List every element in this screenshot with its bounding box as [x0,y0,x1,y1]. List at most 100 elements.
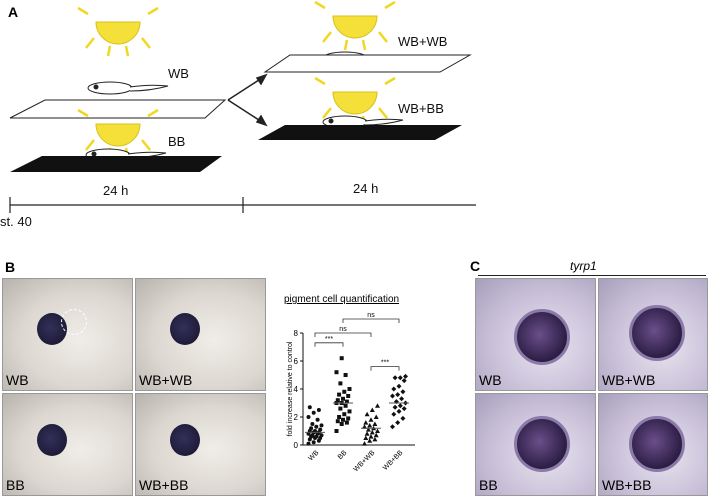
data-point [337,392,342,397]
data-point [338,406,343,411]
data-point [368,417,374,422]
panel-b-label: B [5,259,16,275]
condition-label: WB [168,66,189,81]
x-tick-label: WB [307,449,320,462]
tadpole-photo: WB+BB [598,393,708,496]
data-point [341,417,345,422]
data-point [363,435,369,440]
data-point [397,375,403,381]
data-point [362,441,367,446]
white-background-plank [263,54,472,73]
data-point [369,407,375,412]
data-point [347,409,352,414]
y-tick-label: 8 [294,329,299,338]
tadpole-icon [87,81,169,95]
data-point [311,440,316,445]
data-point [335,419,340,424]
data-point [364,411,370,417]
data-point [396,408,402,414]
condition-label: WB+BB [398,101,444,116]
data-point [401,406,407,412]
data-point [367,422,373,428]
data-point [314,424,319,429]
panel-a-label: A [8,4,19,20]
data-point [397,403,403,409]
timeline-start: st. 40 [0,214,32,229]
timeline [9,197,476,213]
arrow-icons [227,73,268,127]
data-point [373,414,379,419]
data-point [344,399,349,404]
data-point [316,408,321,412]
data-point [343,403,348,408]
data-point [339,422,344,426]
data-point [339,356,344,361]
data-point [372,436,378,442]
data-point [319,433,324,438]
data-point [393,399,399,405]
significance-bracket [342,318,400,323]
data-point [375,403,380,408]
timeline-period: 24 h [103,183,129,198]
black-background-plank [10,156,222,172]
significance-label: *** [381,360,389,367]
significance-bracket [314,342,344,347]
y-tick-label: 4 [294,385,299,394]
chart-title: pigment cell quantification [284,294,400,305]
tadpole-photo: WB [2,278,133,391]
y-tick-label: 0 [294,441,299,450]
significance-label: ns [367,312,375,319]
x-tick-label: WB+BB [382,449,405,472]
y-axis-label: fold increase relative to control [287,341,294,436]
data-point [335,398,340,403]
data-point [337,415,342,419]
data-point [364,431,370,436]
data-point [365,427,371,432]
data-point [306,441,311,446]
data-point [362,424,367,429]
tadpole-photo: BB [2,393,133,496]
data-point [367,438,373,443]
data-point [400,389,406,395]
data-point [391,386,397,392]
data-point [334,429,339,433]
data-point [390,424,395,430]
tadpole-photo: BB [475,393,596,496]
data-point [310,422,315,426]
data-point [341,396,345,401]
data-point [390,393,395,399]
data-point [334,370,339,375]
x-tick-label: BB [337,449,349,461]
data-point [338,381,343,386]
data-point [343,373,348,377]
data-point [311,410,316,415]
significance-bracket [314,332,372,337]
data-point [346,416,351,421]
tadpole-photo: WB [475,278,596,391]
data-point [344,420,349,425]
panel-a-diagram [9,0,476,213]
data-point [319,423,324,428]
data-point [318,427,323,432]
panel-c-label: C [470,258,481,274]
data-point [368,434,374,439]
data-point [395,420,401,426]
data-point [373,432,379,438]
significance-bracket [370,366,400,371]
white-background-plank [9,99,227,119]
data-point [347,387,352,391]
sun-icon [76,6,160,58]
sun-icon [313,0,397,52]
data-point [391,411,397,417]
data-point [403,373,408,379]
gene-label: tyrp1 [570,259,597,273]
data-point [400,415,406,421]
y-tick-label: 2 [294,413,299,422]
data-point [307,405,312,410]
y-tick-label: 6 [294,357,299,366]
condition-label: WB+WB [398,34,448,49]
data-point [392,404,398,410]
x-tick-label: WB+WB [353,449,377,473]
